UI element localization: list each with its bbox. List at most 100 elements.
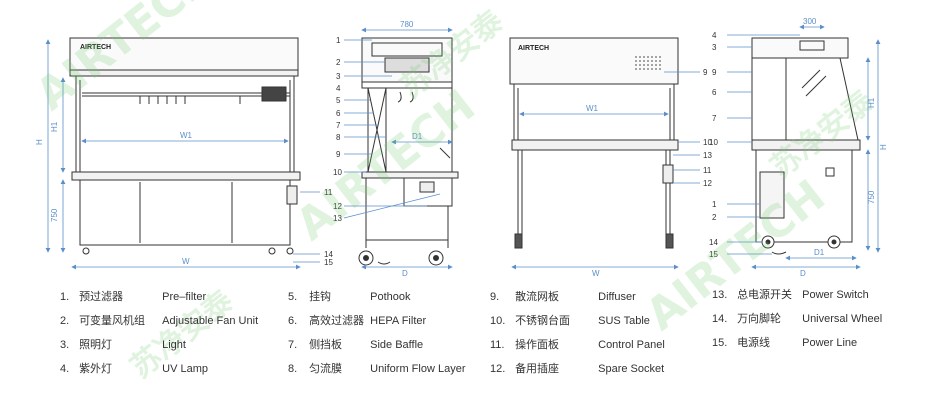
- legend-num: 4.: [60, 363, 70, 375]
- legend-cn: 可变量风机组: [79, 315, 146, 327]
- brand-label-2: AIRTECH: [518, 45, 549, 52]
- callout-side-8: 8: [336, 133, 341, 142]
- callout-side-6: 6: [336, 109, 341, 118]
- callout-rf-10: 10: [703, 138, 712, 147]
- callout-side-13: 13: [333, 214, 342, 223]
- legend-item: 5. 挂钩 Pothook: [288, 290, 411, 304]
- callout-rs-3: 3: [712, 43, 717, 52]
- dim-750-view4: 750: [867, 190, 876, 204]
- callout-front-14: 14: [324, 250, 333, 259]
- legend-item: 3. 照明灯 Light: [60, 338, 186, 352]
- dim-h-view1: H: [35, 139, 44, 145]
- callout-side-4: 4: [336, 84, 341, 93]
- callout-rf-12: 12: [703, 179, 712, 188]
- callout-rs-9: 9: [712, 68, 717, 77]
- callout-rs-7: 7: [712, 114, 717, 123]
- legend-en: SUS Table: [598, 315, 650, 327]
- legend-item: 2. 可变量风机组 Adjustable Fan Unit: [60, 314, 258, 328]
- legend-cn: 不锈钢台面: [515, 315, 571, 327]
- legend-item: 8. 匀流膜 Uniform Flow Layer: [288, 362, 465, 376]
- dim-h1-view4: H1: [867, 97, 876, 108]
- dim-h-view4: H: [879, 144, 888, 150]
- legend-num: 3.: [60, 339, 70, 351]
- legend-en: Light: [162, 339, 186, 351]
- legend-num: 11.: [490, 339, 505, 351]
- legend-num: 7.: [288, 339, 298, 351]
- dim-d-view2: D: [402, 269, 408, 278]
- legend-num: 14.: [712, 313, 728, 325]
- legend-cn: 紫外灯: [79, 363, 113, 375]
- legend-en: Spare Socket: [598, 363, 665, 375]
- legend-cn: 侧挡板: [309, 339, 343, 351]
- legend-num: 15.: [712, 337, 728, 349]
- callout-rf-13: 13: [703, 151, 712, 160]
- legend-item: 9. 散流网板 Diffuser: [490, 290, 636, 304]
- front-view-right: [509, 37, 679, 249]
- callout-side-9: 9: [336, 150, 341, 159]
- front-view-left: [69, 37, 301, 255]
- legend-en: Power Switch: [802, 289, 869, 301]
- dim-300: 300: [803, 17, 817, 26]
- dim-750-view1: 750: [50, 208, 59, 222]
- legend-en: Power Line: [802, 337, 858, 349]
- legend-cn: 匀流膜: [309, 363, 343, 375]
- callout-rs-1: 1: [712, 200, 717, 209]
- legend-item: 6. 高效过滤器 HEPA Filter: [288, 314, 426, 328]
- legend-en: Uniform Flow Layer: [370, 363, 466, 375]
- dim-780: 780: [400, 20, 414, 29]
- dim-d-view4: D: [800, 269, 806, 278]
- legend-item: 11. 操作面板 Control Panel: [490, 338, 665, 352]
- dim-w-view3: W: [592, 269, 600, 278]
- legend-en: Universal Wheel: [802, 313, 883, 325]
- dim-w1-view3: W1: [586, 104, 599, 113]
- legend-cn: 高效过滤器: [309, 315, 365, 327]
- side-section-view: [358, 37, 459, 266]
- legend-item: 4. 紫外灯 UV Lamp: [60, 362, 208, 376]
- dim-d1-view2: D1: [412, 132, 423, 141]
- callout-side-12: 12: [333, 202, 342, 211]
- legend-num: 1.: [60, 291, 70, 303]
- callout-side-7: 7: [336, 121, 341, 130]
- legend-num: 12.: [490, 363, 506, 375]
- legend-num: 8.: [288, 363, 298, 375]
- legend-cn: 操作面板: [515, 339, 560, 351]
- legend-num: 10.: [490, 315, 506, 327]
- legend-en: Diffuser: [598, 291, 636, 303]
- callout-side-3: 3: [336, 72, 341, 81]
- legend-cn: 预过滤器: [79, 291, 124, 303]
- legend-item: 1. 预过滤器 Pre–filter: [60, 290, 206, 304]
- legend-en: Pre–filter: [162, 291, 207, 303]
- callout-rs-14: 14: [709, 238, 718, 247]
- callout-rs-15: 15: [709, 250, 718, 259]
- callout-front-11: 11: [324, 188, 333, 197]
- legend-en: Side Baffle: [370, 339, 424, 351]
- callout-rf-11: 11: [703, 166, 712, 175]
- legend-item: 13. 总电源开关 Power Switch: [712, 288, 869, 302]
- dim-w1-view1: W1: [180, 131, 193, 140]
- legend-en: Adjustable Fan Unit: [162, 315, 259, 327]
- legend-cn: 总电源开关: [737, 289, 793, 301]
- callout-side-10: 10: [333, 168, 342, 177]
- callout-rs-2: 2: [712, 213, 717, 222]
- legend-cn: 挂钩: [309, 291, 332, 303]
- dims-view4: [727, 24, 881, 270]
- dims-view3: [511, 71, 700, 270]
- legend-cn: 电源线: [737, 337, 771, 349]
- legend-num: 6.: [288, 315, 298, 327]
- callout-rs-6: 6: [712, 88, 717, 97]
- legend-en: Pothook: [370, 291, 411, 303]
- legend-item: 12. 备用插座 Spare Socket: [490, 362, 664, 376]
- side-view-right: [751, 37, 861, 255]
- callout-side-2: 2: [336, 58, 341, 67]
- dim-d1-view4: D1: [814, 248, 825, 257]
- callout-side-1: 1: [336, 36, 341, 45]
- callout-rs-10: 10: [709, 138, 718, 147]
- legend-en: UV Lamp: [162, 363, 208, 375]
- legend-cn: 照明灯: [79, 339, 113, 351]
- legend-item: 7. 侧挡板 Side Baffle: [288, 338, 423, 352]
- legend-item: 14. 万向脚轮 Universal Wheel: [712, 312, 882, 326]
- parts-legend: 1. 预过滤器 Pre–filter 2. 可变量风机组 Adjustable …: [0, 282, 950, 400]
- dim-w-view1: W: [182, 257, 190, 266]
- legend-cn: 万向脚轮: [737, 313, 782, 325]
